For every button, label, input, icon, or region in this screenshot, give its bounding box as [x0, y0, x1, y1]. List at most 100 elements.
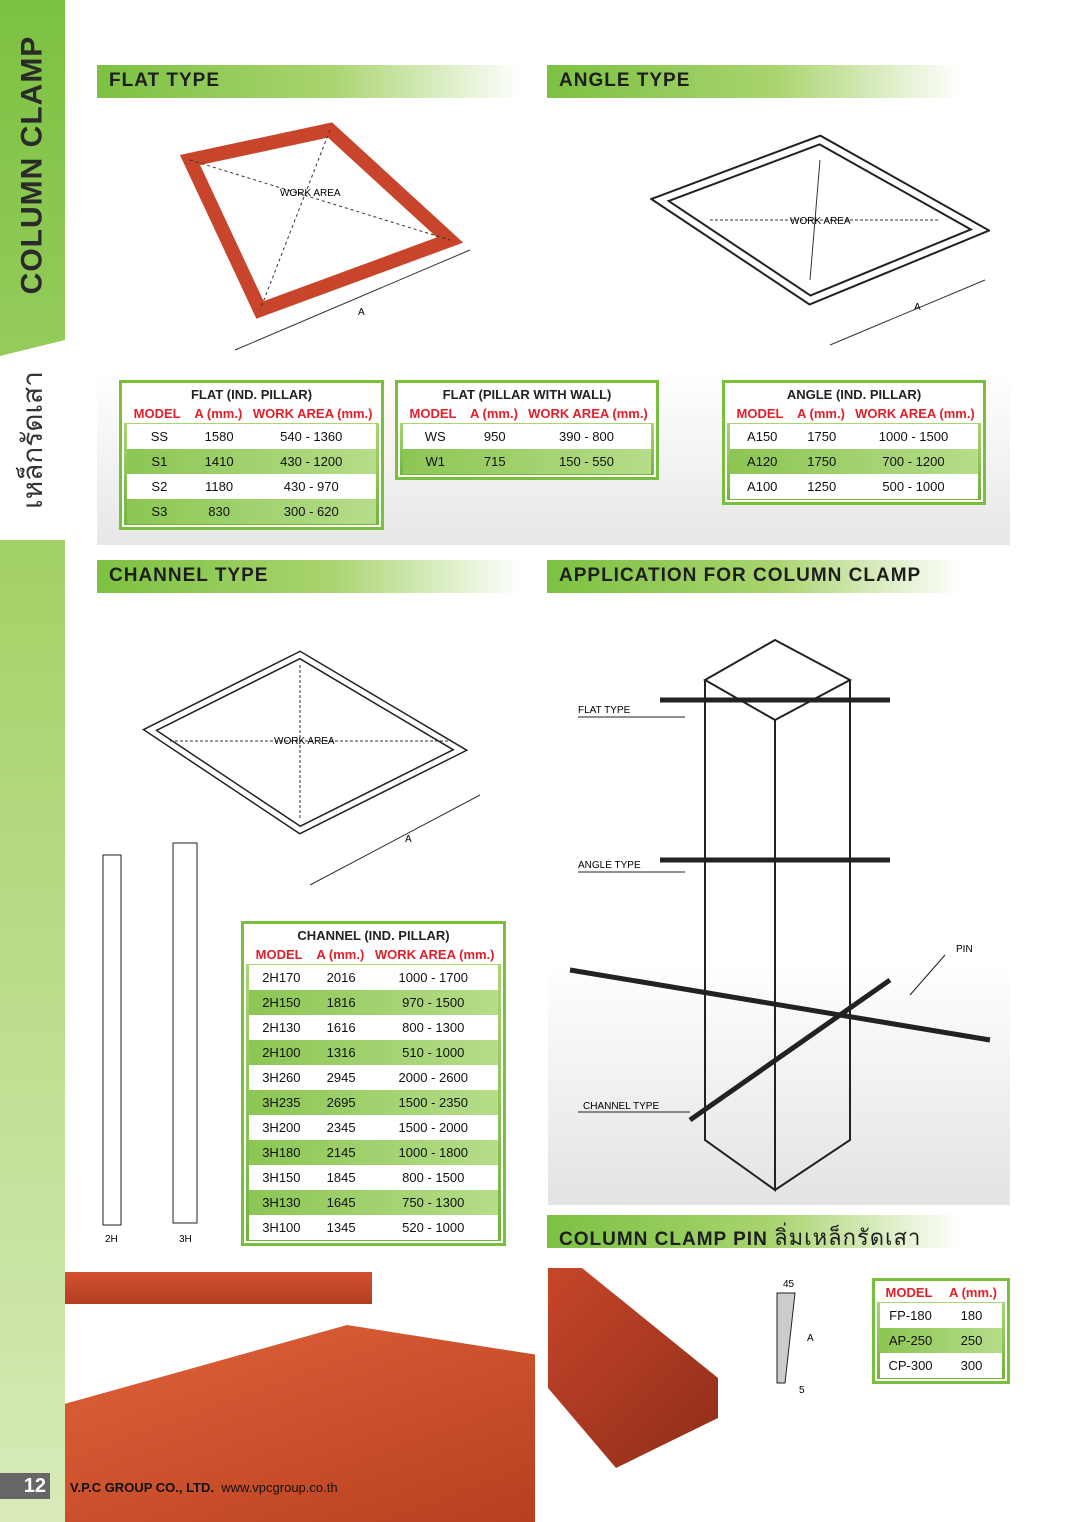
table-title: CHANNEL (IND. PILLAR) — [297, 928, 450, 943]
table-cell: A120 — [747, 454, 778, 469]
table-cell: 1500 - 2350 — [398, 1095, 468, 1110]
table-cell: 715 — [483, 454, 506, 469]
profile-3h-label: 3H — [179, 1234, 192, 1245]
table-cell: 1750 — [807, 454, 837, 469]
table-title: FLAT (PILLAR WITH WALL) — [442, 387, 612, 402]
table-cell: 510 - 1000 — [402, 1045, 465, 1060]
table-cell: 3H100 — [262, 1220, 301, 1235]
dimension-a-label: A — [914, 302, 921, 313]
column-header: A (mm.) — [797, 406, 845, 421]
table-cell: 1580 — [204, 429, 234, 444]
table-cell: 800 - 1300 — [402, 1020, 465, 1035]
table-cell: 1500 - 2000 — [398, 1120, 468, 1135]
footer: V.P.C GROUP CO., LTD. www.vpcgroup.co.th — [70, 1480, 338, 1495]
website-link[interactable]: www.vpcgroup.co.th — [221, 1480, 338, 1495]
flat-clamp-diagram: WORK AREA A — [180, 122, 471, 351]
pin-length-label: A — [807, 1333, 814, 1344]
dimension-a-label: A — [358, 307, 365, 318]
table-row: A100 1250 500 - 1000 — [730, 474, 978, 499]
column-header: A (mm.) — [949, 1285, 997, 1300]
clamp-pin-photo — [548, 1268, 718, 1468]
profile-2h-label: 2H — [105, 1234, 118, 1245]
table-cell: 1180 — [205, 479, 234, 494]
table-cell: 1645 — [326, 1195, 356, 1210]
table-cell: 1000 - 1700 — [398, 970, 468, 985]
column-header: A (mm.) — [316, 947, 365, 962]
table-cell: 3H150 — [262, 1170, 301, 1185]
table-cell: 950 — [483, 429, 506, 444]
angle-type-label: ANGLE TYPE — [578, 860, 641, 871]
table-cell: 500 - 1000 — [882, 479, 945, 494]
work-area-label: WORK AREA — [274, 736, 335, 747]
table-cell: A100 — [747, 479, 778, 494]
table-title: ANGLE (IND. PILLAR) — [786, 387, 922, 402]
column-header: WORK AREA (mm.) — [528, 406, 648, 421]
table-cell: AP-250 — [888, 1333, 933, 1348]
sidebar-title-thai: เหล็กรัดเสา — [16, 371, 48, 509]
pin-title: COLUMN CLAMP PIN — [559, 1229, 768, 1250]
angle-clamp-diagram: WORK AREA A — [650, 134, 990, 346]
pin-thickness-label: 5 — [799, 1385, 805, 1395]
dimension-a-label: A — [405, 834, 412, 845]
table-cell: 150 - 550 — [559, 454, 614, 469]
sidebar-title: COLUMN CLAMP — [15, 35, 49, 295]
pin-title-thai: ลิ่มเหล็กรัดเสา — [774, 1225, 922, 1250]
table-cell: W1 — [425, 454, 445, 469]
column-header: MODEL — [255, 947, 303, 962]
section-header-application: APPLICATION FOR COLUMN CLAMP — [547, 560, 962, 593]
table-cell: 800 - 1500 — [402, 1170, 465, 1185]
table-cell: 970 - 1500 — [402, 995, 465, 1010]
table-cell: 2000 - 2600 — [398, 1070, 468, 1085]
table-cell: 1750 — [807, 429, 837, 444]
table-cell: 3H235 — [262, 1095, 301, 1110]
table-cell: 3H180 — [262, 1145, 301, 1160]
table-cell: 180 — [960, 1308, 983, 1323]
table-cell: 430 - 970 — [283, 479, 339, 494]
table-cell: 1250 — [807, 479, 837, 494]
table-cell: 750 - 1300 — [402, 1195, 465, 1210]
table-cell: 2H100 — [262, 1045, 301, 1060]
section-header-pin: COLUMN CLAMP PIN ลิ่มเหล็กรัดเสา — [547, 1215, 962, 1250]
table-cell: 2695 — [326, 1095, 356, 1110]
table-cell: CP-300 — [888, 1358, 933, 1373]
table-cell: 300 - 620 — [283, 504, 339, 519]
column-header: A (mm.) — [470, 406, 518, 421]
table-row: W1 715 150 - 550 — [403, 449, 651, 474]
table-cell: 430 - 1200 — [280, 454, 343, 469]
column-header: WORK AREA (mm.) — [855, 406, 975, 421]
table-cell: 2H150 — [262, 995, 301, 1010]
table-cell: 2345 — [326, 1120, 356, 1135]
table-cell: 2945 — [326, 1070, 356, 1085]
pin-label: PIN — [956, 944, 973, 955]
table-cell: 520 - 1000 — [402, 1220, 465, 1235]
